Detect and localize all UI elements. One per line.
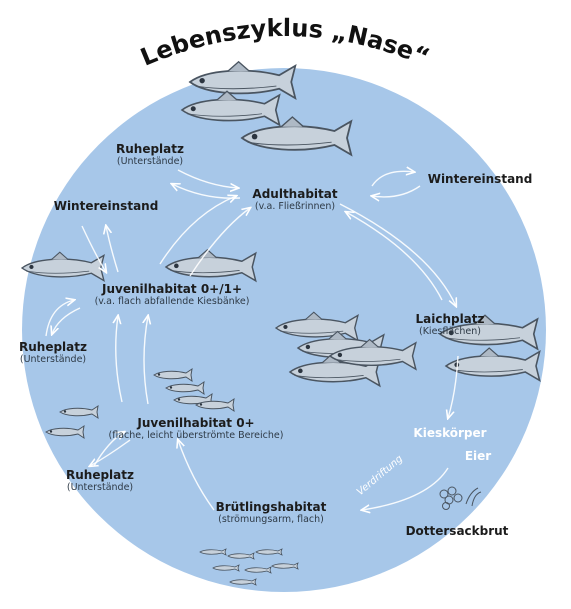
node-ruhe-bot: Ruheplatz (Unterstände)	[50, 468, 150, 494]
node-eier-title: Eier	[448, 449, 508, 463]
node-winter-left: Wintereinstand	[46, 199, 166, 213]
node-kies: Kieskörper	[400, 426, 500, 440]
node-ruhe-top: Ruheplatz (Unterstände)	[100, 142, 200, 168]
node-eier: Eier	[448, 449, 508, 463]
node-brut: Brütlingshabitat (strömungsarm, flach)	[196, 500, 346, 526]
node-brut-sub: (strömungsarm, flach)	[196, 514, 346, 526]
node-juv0-sub: (flache, leicht überströmte Bereiche)	[86, 430, 306, 442]
node-juv01: Juvenilhabitat 0+/1+ (v.a. flach abfalle…	[72, 282, 272, 308]
node-juv0: Juvenilhabitat 0+ (flache, leicht überst…	[86, 416, 306, 442]
node-ruhe-top-sub: (Unterstände)	[100, 156, 200, 168]
node-ruhe-mid-sub: (Unterstände)	[8, 354, 98, 366]
node-adult-sub: (v.a. Fließrinnen)	[230, 201, 360, 213]
node-laich-sub: (Kiesflächen)	[400, 326, 500, 338]
title-arc: Lebenszyklus „Nase“	[0, 0, 571, 80]
svg-text:Lebenszyklus „Nase“: Lebenszyklus „Nase“	[137, 14, 434, 72]
node-winter-right: Wintereinstand	[420, 172, 540, 186]
node-laich-title: Laichplatz	[400, 312, 500, 326]
node-dotter-title: Dottersackbrut	[392, 524, 522, 538]
node-winter-right-title: Wintereinstand	[420, 172, 540, 186]
node-juv01-sub: (v.a. flach abfallende Kiesbänke)	[72, 296, 272, 308]
node-brut-title: Brütlingshabitat	[196, 500, 346, 514]
node-dotter: Dottersackbrut	[392, 524, 522, 538]
node-ruhe-bot-sub: (Unterstände)	[50, 482, 150, 494]
node-ruhe-bot-title: Ruheplatz	[50, 468, 150, 482]
node-adult-title: Adulthabitat	[230, 187, 360, 201]
page-title: Lebenszyklus „Nase“	[137, 14, 434, 72]
node-ruhe-top-title: Ruheplatz	[100, 142, 200, 156]
node-juv0-title: Juvenilhabitat 0+	[86, 416, 306, 430]
node-winter-left-title: Wintereinstand	[46, 199, 166, 213]
node-adult: Adulthabitat (v.a. Fließrinnen)	[230, 187, 360, 213]
node-laich: Laichplatz (Kiesflächen)	[400, 312, 500, 338]
node-juv01-title: Juvenilhabitat 0+/1+	[72, 282, 272, 296]
node-ruhe-mid: Ruheplatz (Unterstände)	[8, 340, 98, 366]
node-ruhe-mid-title: Ruheplatz	[8, 340, 98, 354]
node-kies-title: Kieskörper	[400, 426, 500, 440]
